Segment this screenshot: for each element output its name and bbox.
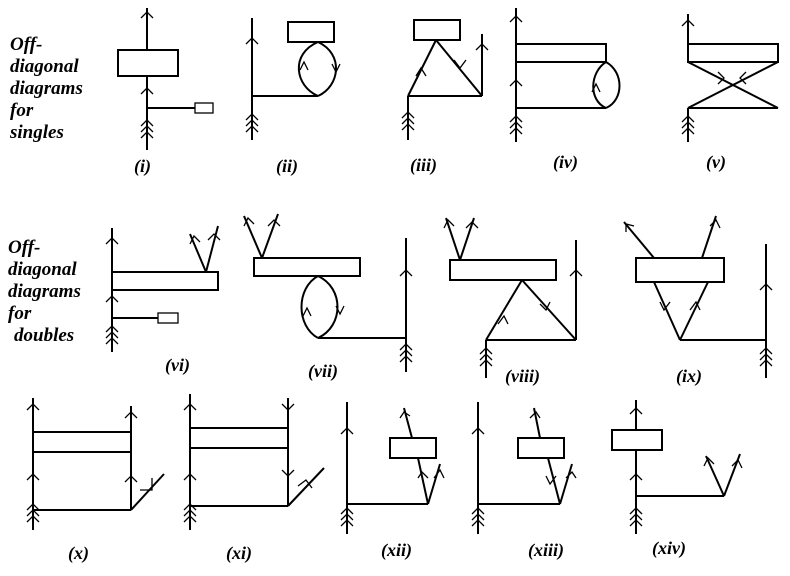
caption-ix: (ix) [676, 366, 702, 386]
caption-ii: (ii) [276, 156, 298, 176]
caption-v: (v) [706, 152, 726, 172]
caption-xii: (xii) [381, 540, 412, 560]
caption-vi: (vi) [165, 355, 190, 375]
singles-title: Off- diagonal diagrams for singles [10, 34, 83, 144]
diagram-ii [245, 18, 341, 140]
singles-title-line: diagonal [10, 56, 79, 77]
doubles-title-line: doubles [14, 325, 75, 346]
diagram-xi [183, 394, 325, 530]
diagram-i [117, 8, 214, 150]
caption-i: (i) [134, 156, 151, 176]
caption-xiii: (xiii) [528, 540, 564, 560]
singles-title-line: Off- [10, 34, 43, 55]
diagram-iii [401, 19, 489, 140]
diagram-x [26, 398, 165, 530]
diagram-xiv [611, 400, 743, 534]
caption-iii: (iii) [410, 155, 437, 175]
diagram-xiii [471, 402, 577, 534]
doubles-title: Off- diagonal diagrams for doubles [8, 237, 81, 347]
diagram-vii [243, 213, 413, 372]
diagram-iv [509, 8, 621, 142]
singles-title-line: singles [10, 122, 64, 143]
diagram-v [681, 14, 779, 142]
doubles-title-line: diagrams [8, 281, 81, 302]
doubles-title-line: diagonal [8, 259, 77, 280]
caption-viii: (viii) [505, 366, 540, 386]
diagram-viii [443, 217, 583, 378]
diagram-ix [623, 215, 773, 378]
doubles-title-line: Off- [8, 237, 41, 258]
caption-iv: (iv) [553, 152, 578, 172]
singles-title-line: diagrams [10, 78, 83, 99]
diagram-vi [105, 225, 221, 352]
doubles-title-line: for [8, 303, 32, 324]
caption-xiv: (xiv) [652, 538, 686, 558]
caption-x: (x) [68, 543, 89, 563]
caption-xi: (xi) [226, 543, 252, 563]
singles-title-line: for [10, 100, 34, 121]
caption-vii: (vii) [308, 361, 338, 381]
diagram-xii [340, 402, 445, 534]
